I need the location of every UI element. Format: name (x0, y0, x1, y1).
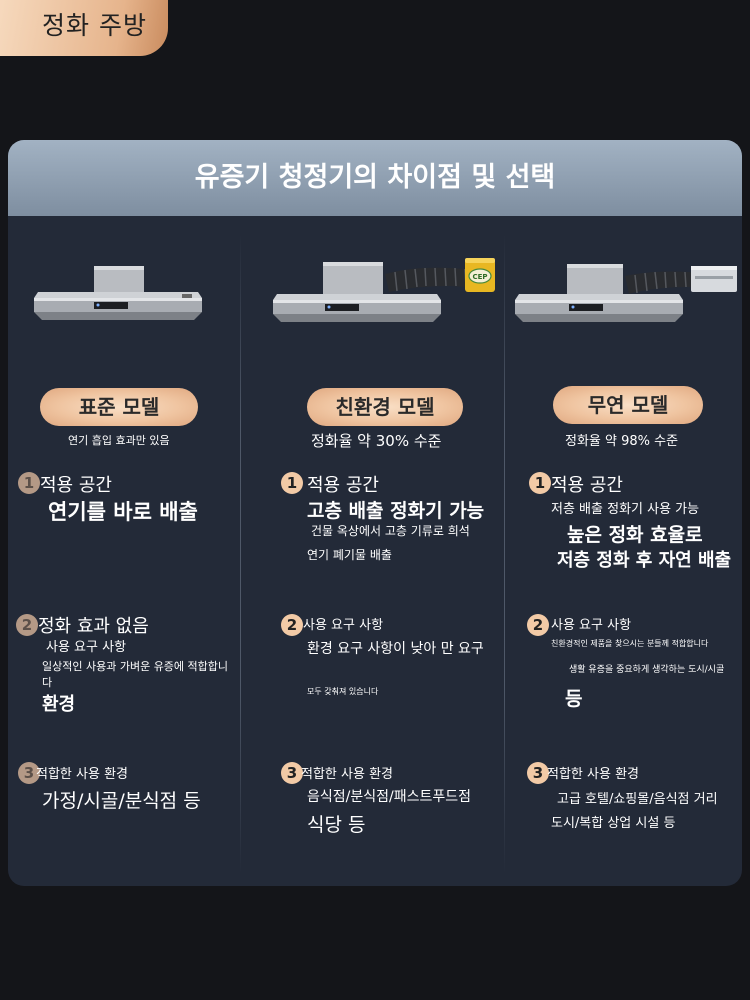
section-line: 연기 폐기물 배출 (307, 548, 392, 562)
section-line: 식당 등 (307, 814, 366, 836)
section-title-no-purification: 정화 효과 없음 (38, 616, 149, 637)
section-title-applicable-space: 적용 공간 (40, 475, 112, 496)
section-title-suitable-env: 적합한 사용 환경 (36, 767, 128, 782)
section-line: 친환경적인 제품을 찾으시는 분들께 적합합니다 (551, 639, 709, 648)
section-line: 고급 호텔/쇼핑몰/음식점 거리 (557, 792, 718, 807)
section-line: 저층 정화 후 자연 배출 (557, 550, 732, 571)
page-title: 유증기 청정기의 차이점 및 선택 (194, 162, 556, 193)
section-line: 등 (565, 688, 583, 710)
exhaust-duct-icon: CEP (273, 258, 495, 322)
subtitle-eco: 정화율 약 30% 수준 (311, 432, 442, 450)
section-line: 모두 갖춰져 있습니다 (307, 687, 379, 696)
section-number-3: 3 (281, 762, 303, 784)
column-smokeless: 무연 모델 정화율 약 98% 수준 1 적용 공간 저층 배출 정화기 사용 … (505, 216, 742, 886)
badge-standard: 표준 모델 (40, 388, 198, 426)
section-line: 도시/복합 상업 시설 등 (551, 816, 676, 831)
cep-logo-icon: CEP (472, 273, 487, 281)
section-title-requirements: 사용 요구 사항 (303, 618, 384, 633)
section-number-1: 1 (18, 472, 40, 494)
section-title-applicable-space: 적용 공간 (307, 475, 379, 496)
section-line: 연기를 바로 배출 (48, 500, 198, 524)
badge-eco: 친환경 모델 (307, 388, 463, 426)
brand-tab: 정화 주방 (0, 0, 168, 56)
section-title-suitable-env: 적합한 사용 환경 (301, 767, 393, 782)
section-line: 환경 요구 사항이 낮아 만 요구 (307, 641, 484, 657)
comparison-panel: 유증기 청정기의 차이점 및 선택 표준 모델 연기 흡입 효과만 있음 1 적… (8, 140, 742, 886)
section-number-2: 2 (281, 614, 303, 636)
section-line: 고층 배출 정화기 가능 (307, 500, 485, 522)
section-title-suitable-env: 적합한 사용 환경 (547, 767, 639, 782)
section-line: 음식점/분식점/패스트푸드점 (307, 789, 471, 805)
panel-header (8, 140, 742, 216)
section-number-3: 3 (527, 762, 549, 784)
section-number-2: 2 (16, 614, 38, 636)
section-number-3: 3 (18, 762, 40, 784)
column-divider (504, 234, 505, 874)
section-number-2: 2 (527, 614, 549, 636)
section-line: 높은 정화 효율로 (567, 524, 703, 546)
column-standard: 표준 모델 연기 흡입 효과만 있음 1 적용 공간 연기를 바로 배출 2 정… (8, 216, 240, 886)
section-title-applicable-space: 적용 공간 (551, 475, 623, 496)
section-line: 환경 (42, 694, 76, 715)
brand-name: 정화 주방 (42, 11, 147, 40)
section-line: 생활 유증을 중요하게 생각하는 도시/시골 (569, 665, 725, 675)
section-line: 저층 배출 정화기 사용 가능 (551, 502, 700, 517)
section-line: 가정/시골/분식점 등 (42, 790, 201, 812)
subtitle-standard: 연기 흡입 효과만 있음 (68, 434, 170, 447)
section-line: 다 (42, 676, 53, 689)
section-line: 건물 옥상에서 고층 기류로 희석 (311, 524, 470, 538)
badge-smokeless: 무연 모델 (553, 386, 703, 424)
purifier-box-icon (515, 264, 737, 322)
column-eco: CEP 친환경 모델 정화율 약 30% 수준 1 적용 공간 고층 배출 정화… (241, 216, 504, 886)
column-divider (240, 234, 241, 874)
section-title-requirements: 사용 요구 사항 (551, 618, 632, 633)
section-number-1: 1 (281, 472, 303, 494)
section-subtitle: 사용 요구 사항 (46, 640, 127, 655)
section-line: 일상적인 사용과 가벼운 유증에 적합합니 (42, 660, 229, 673)
range-hood-icon (34, 266, 202, 320)
section-number-1: 1 (529, 472, 551, 494)
subtitle-smokeless: 정화율 약 98% 수준 (565, 434, 679, 449)
